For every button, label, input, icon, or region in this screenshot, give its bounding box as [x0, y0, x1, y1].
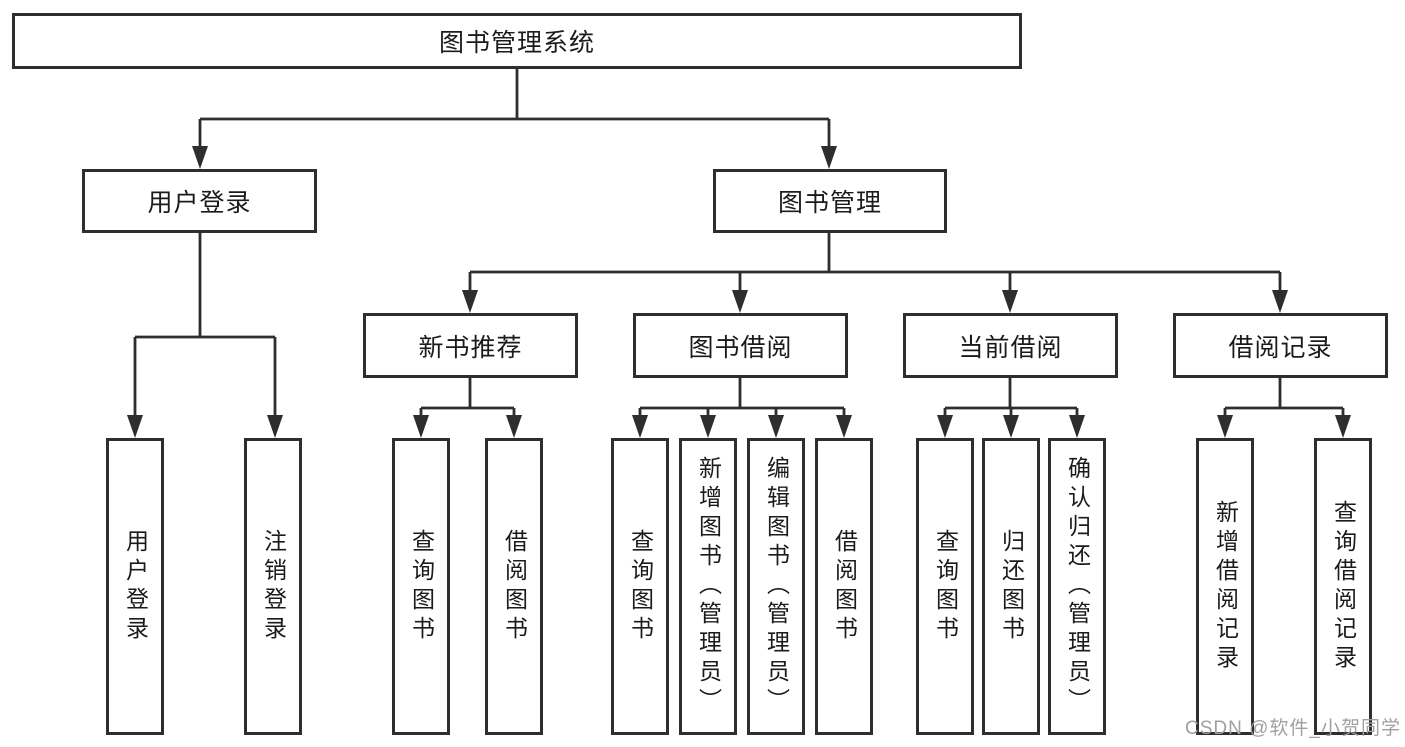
node-label: 新增图书（管理员）	[695, 456, 722, 717]
watermark: CSDN @软件_小贺同学	[1185, 718, 1401, 739]
leaf-borrow-books: 借阅图书	[815, 438, 873, 735]
node-label: 查询图书	[408, 528, 435, 645]
arrow-down-icon	[1069, 415, 1085, 438]
node-label: 当前借阅	[958, 333, 1063, 362]
arrow-down-icon	[1217, 415, 1233, 438]
node-label: 查询图书	[932, 528, 959, 645]
arrow-down-icon	[1335, 415, 1351, 438]
arrow-down-icon	[1002, 290, 1018, 313]
node-user-login: 用户登录	[82, 169, 317, 233]
arrow-down-icon	[732, 290, 748, 313]
leaf-query-books-borrowing: 查询图书	[611, 438, 669, 735]
leaf-borrow-books-recommend: 借阅图书	[485, 438, 543, 735]
node-label: 借阅图书	[831, 528, 858, 645]
arrow-down-icon	[267, 415, 283, 438]
arrow-down-icon	[413, 415, 429, 438]
node-label: 借阅图书	[501, 528, 528, 645]
leaf-add-book-admin: 新增图书（管理员）	[679, 438, 737, 735]
arrow-down-icon	[462, 290, 478, 313]
arrow-down-icon	[821, 146, 837, 169]
arrow-down-icon	[506, 415, 522, 438]
node-new-book-recommend: 新书推荐	[363, 313, 578, 378]
leaf-edit-book-admin: 编辑图书（管理员）	[747, 438, 805, 735]
arrow-down-icon	[768, 415, 784, 438]
node-label: 用户登录	[147, 189, 252, 217]
connector-lines	[133, 69, 1345, 417]
leaf-query-borrow-record: 查询借阅记录	[1314, 438, 1372, 735]
node-label: 编辑图书（管理员）	[763, 456, 790, 717]
arrow-down-icon	[1272, 290, 1288, 313]
node-label: 图书借阅	[688, 333, 793, 362]
node-label: 借阅记录	[1228, 333, 1333, 362]
node-label: 图书管理系统	[438, 29, 595, 57]
node-library-system: 图书管理系统	[12, 13, 1022, 69]
leaf-user-login: 用户登录	[106, 438, 164, 735]
node-book-borrowing: 图书借阅	[633, 313, 848, 378]
node-label: 注销登录	[260, 528, 287, 645]
node-label: 归还图书	[998, 528, 1025, 645]
leaf-return-book: 归还图书	[982, 438, 1040, 735]
node-label: 查询图书	[627, 528, 654, 645]
leaf-query-books-current: 查询图书	[916, 438, 974, 735]
node-label: 确认归还（管理员）	[1064, 456, 1091, 717]
node-label: 图书管理	[777, 189, 882, 217]
leaf-query-books-recommend: 查询图书	[392, 438, 450, 735]
node-label: 新书推荐	[418, 333, 523, 362]
node-current-borrowing: 当前借阅	[903, 313, 1118, 378]
leaf-add-borrow-record: 新增借阅记录	[1196, 438, 1254, 735]
leaf-logout: 注销登录	[244, 438, 302, 735]
arrow-down-icon	[127, 415, 143, 438]
arrow-down-icon	[632, 415, 648, 438]
node-book-management: 图书管理	[713, 169, 947, 233]
arrow-down-icon	[700, 415, 716, 438]
arrow-down-icon	[1003, 415, 1019, 438]
arrow-down-icon	[192, 146, 208, 169]
leaf-confirm-return-admin: 确认归还（管理员）	[1048, 438, 1106, 735]
arrowhead-icons	[127, 146, 1351, 438]
arrow-down-icon	[836, 415, 852, 438]
arrow-down-icon	[937, 415, 953, 438]
node-borrowing-records: 借阅记录	[1173, 313, 1388, 378]
node-label: 查询借阅记录	[1330, 499, 1357, 674]
node-label: 用户登录	[122, 528, 149, 645]
node-label: 新增借阅记录	[1212, 499, 1239, 674]
